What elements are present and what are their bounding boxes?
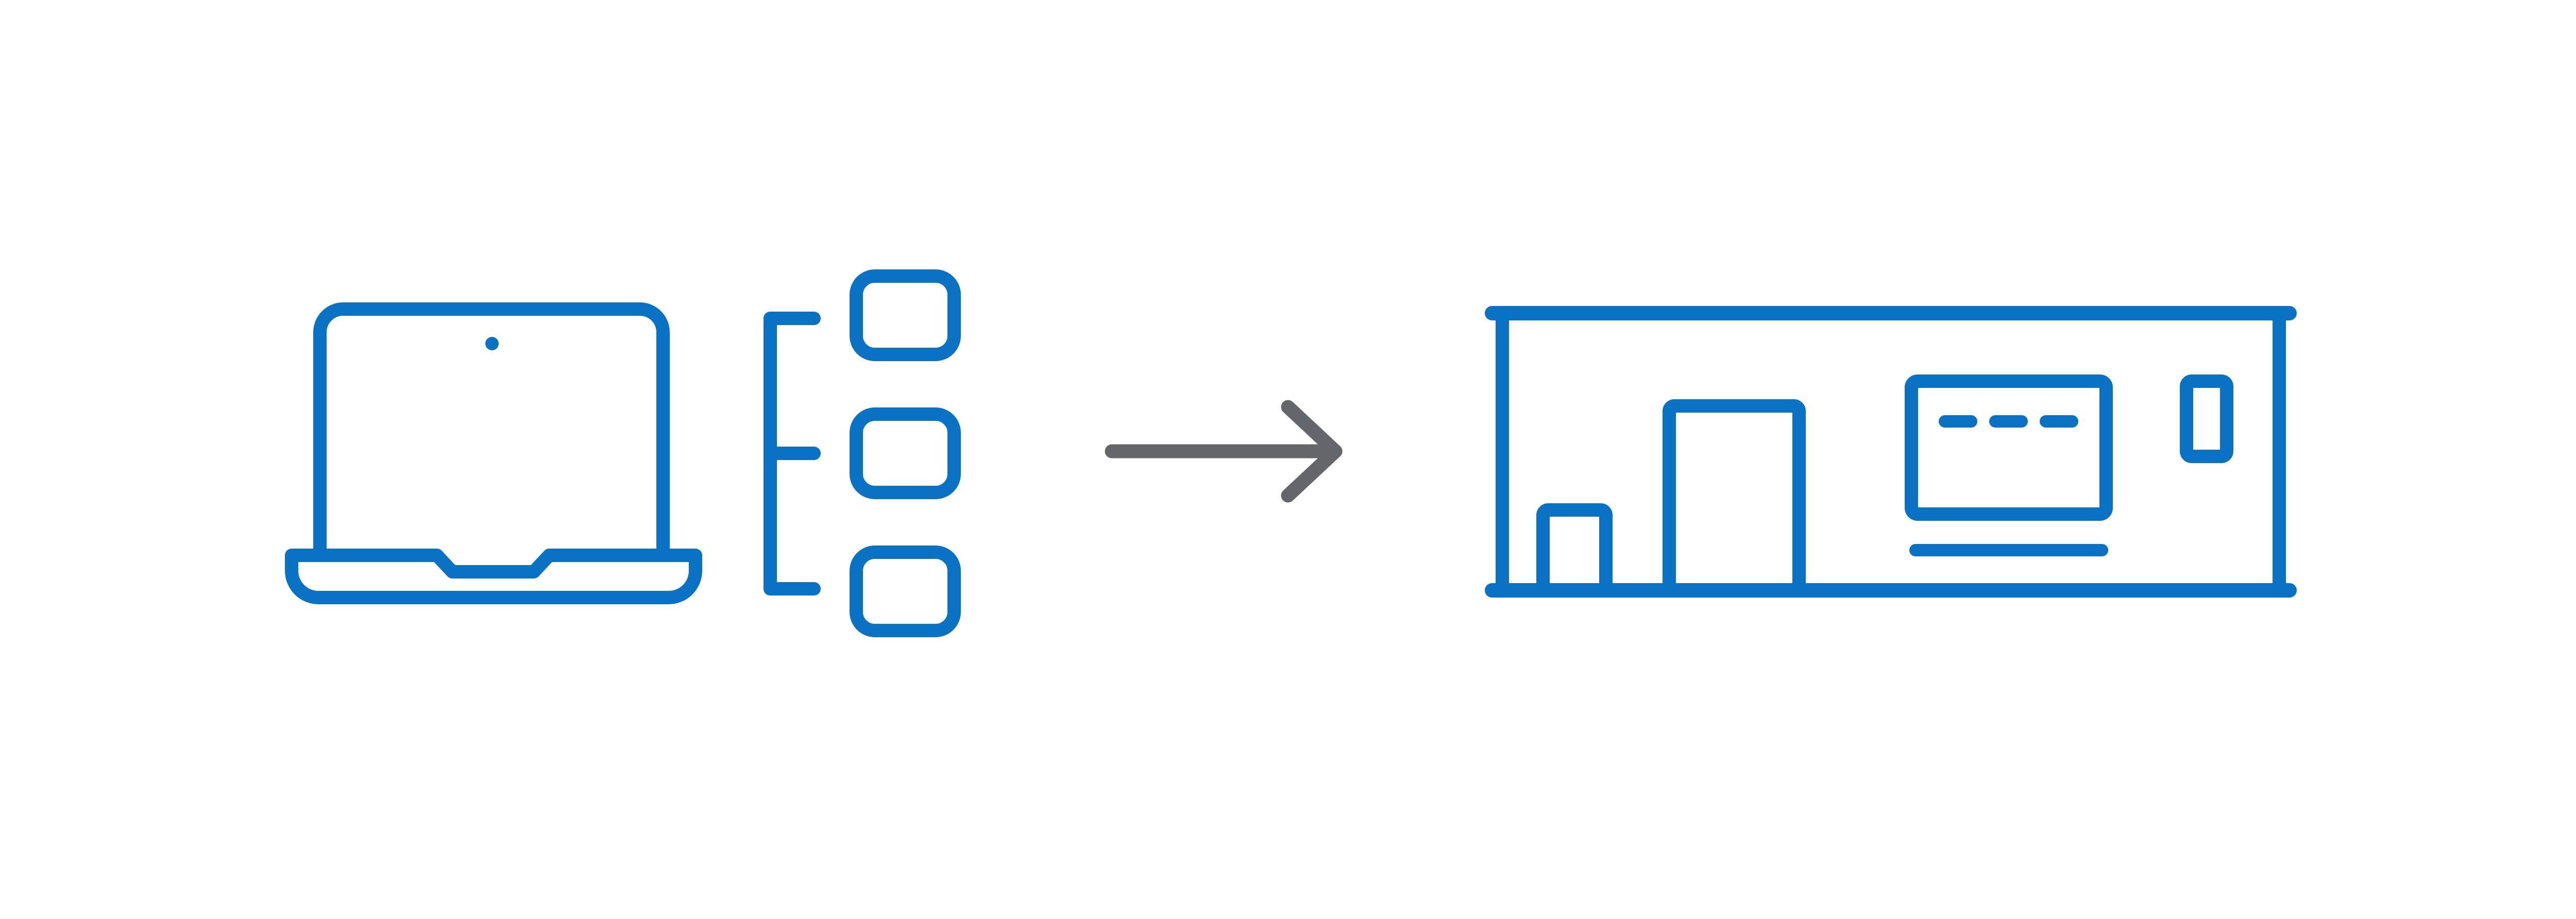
right-arrow-icon bbox=[1105, 400, 1343, 503]
arrow-head bbox=[1281, 400, 1343, 503]
tree-node-3 bbox=[850, 546, 961, 637]
side-cabinet bbox=[2180, 375, 2233, 463]
laptop-icon bbox=[285, 302, 702, 604]
rack-tall bbox=[1663, 399, 1806, 591]
tree-node-1 bbox=[850, 269, 961, 361]
laptop-camera-icon bbox=[485, 337, 499, 350]
data-center-building bbox=[1485, 306, 2297, 598]
application-tree bbox=[764, 269, 961, 637]
laptop-screen-outline bbox=[313, 302, 670, 558]
monitor-panel bbox=[1905, 375, 2113, 521]
rack-small bbox=[1536, 503, 1613, 591]
laptop-base-outline bbox=[285, 549, 702, 604]
tree-node-2 bbox=[850, 407, 961, 499]
